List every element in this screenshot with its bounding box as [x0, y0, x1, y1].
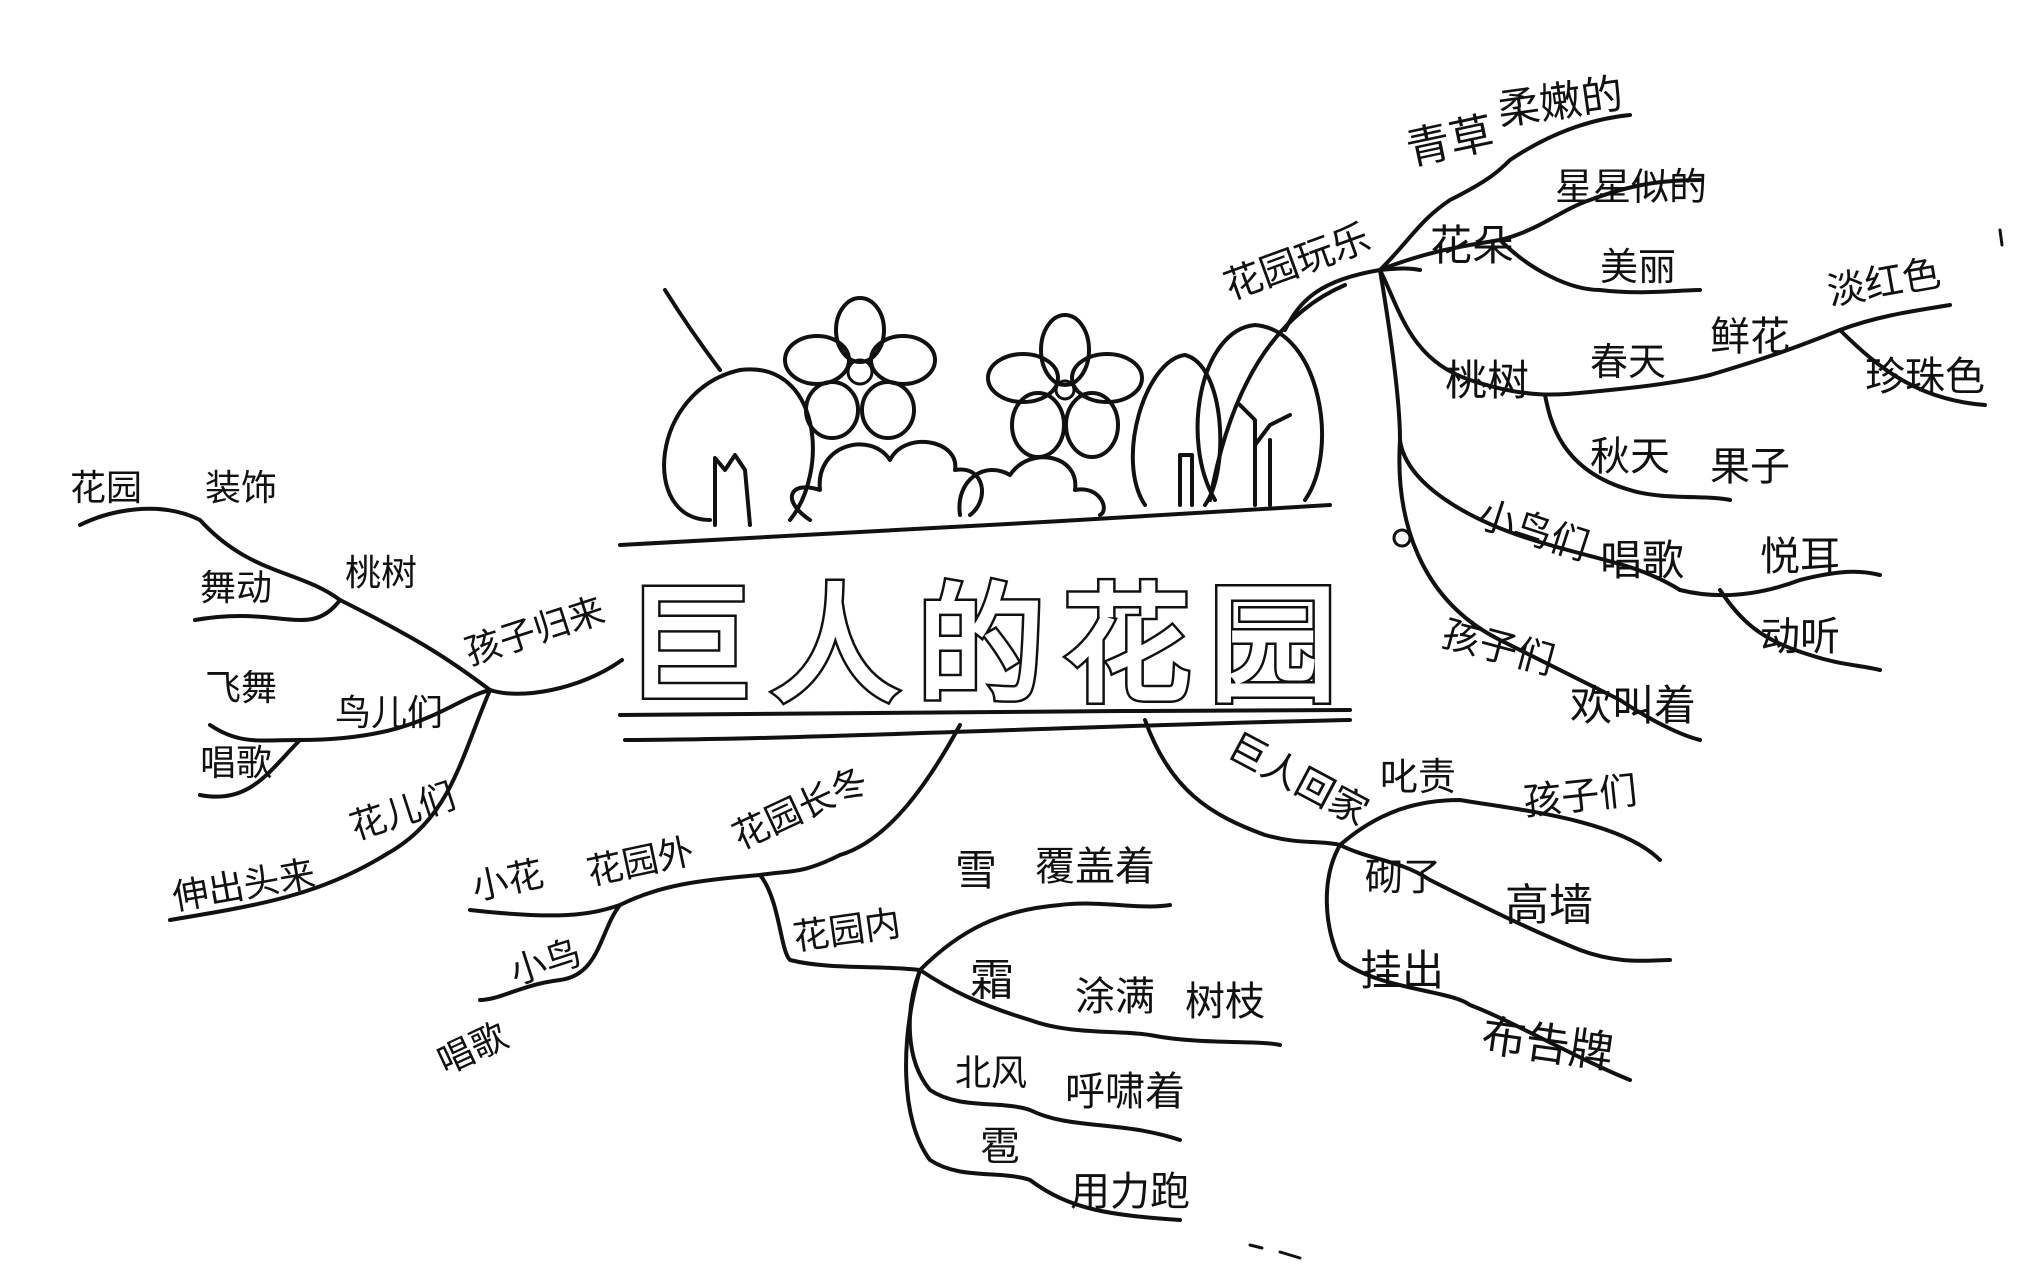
stray-marks: [1248, 1243, 1302, 1260]
branch-garden-winter: 花园长冬 花园外 小花 小鸟 唱歌 花园内 雪 覆盖着 霜 涂满 树枝 北风 呼…: [431, 760, 1265, 1215]
node-play-sing: 唱歌: [1600, 536, 1684, 585]
node-giant-home: 巨人回家: [1221, 724, 1376, 834]
node-small-bird: 小鸟: [505, 932, 586, 993]
node-small-flower: 小花: [468, 854, 547, 909]
map-title: 巨人的花园: [625, 572, 1355, 721]
node-scold: 叱责: [1380, 755, 1456, 799]
node-beautiful: 美丽: [1600, 245, 1676, 289]
node-hang: 挂出: [1360, 946, 1444, 995]
garden-illustration: [662, 283, 1347, 527]
node-howling: 呼啸着: [1065, 1069, 1185, 1115]
node-sign: 布告牌: [1478, 1010, 1616, 1079]
branch-giant-home: 巨人回家 叱责 孩子们 砌了 高墙 挂出 布告牌: [1221, 724, 1640, 1079]
node-autumn: 秋天: [1590, 434, 1670, 480]
node-fruit: 果子: [1710, 444, 1790, 490]
node-covering: 覆盖着: [1035, 844, 1155, 890]
node-kids-return: 孩子归来: [460, 590, 610, 673]
node-winter-sing: 唱歌: [431, 1016, 514, 1084]
tree-icon: [662, 367, 815, 527]
node-snow: 雪: [955, 846, 997, 895]
node-run-hard: 用力跑: [1070, 1169, 1190, 1215]
node-winter-branches: 树枝: [1185, 979, 1265, 1025]
node-pleasant: 悦耳: [1760, 534, 1840, 580]
node-play-peach-tree: 桃树: [1445, 356, 1529, 405]
node-cheering: 欢叫着: [1570, 681, 1696, 730]
node-sing: 唱歌: [200, 743, 272, 784]
node-garden-play: 花园玩乐: [1218, 215, 1376, 308]
node-build: 砌了: [1365, 855, 1441, 899]
node-stick-head-out: 伸出头来: [169, 853, 318, 918]
node-frost: 霜: [970, 955, 1014, 1006]
node-birds: 鸟儿们: [335, 693, 443, 734]
node-garden-winter: 花园长冬: [726, 760, 874, 858]
node-blossoms: 花朵: [1430, 221, 1514, 270]
node-melodious: 动听: [1760, 614, 1840, 660]
node-hail: 雹: [980, 1124, 1020, 1170]
node-dance: 舞动: [200, 568, 272, 609]
node-star-like: 星星似的: [1555, 165, 1707, 209]
node-soft: 柔嫩的: [1495, 69, 1627, 135]
node-pearl: 珍珠色: [1865, 354, 1985, 400]
flower-icon: [986, 313, 1144, 459]
node-north-wind: 北风: [955, 1053, 1027, 1094]
node-pink: 淡红色: [1824, 251, 1944, 314]
node-inside: 花园内: [791, 903, 904, 959]
bush-icon: [789, 440, 1106, 522]
title-box: 巨人的花园: [618, 503, 1355, 742]
node-play-kids: 孩子们: [1438, 611, 1560, 683]
flower-icon: [783, 296, 937, 440]
node-garden: 花园: [70, 468, 142, 509]
node-paint-full: 涂满: [1075, 974, 1155, 1020]
node-fly-dance: 飞舞: [205, 668, 277, 709]
connector-lines: [78, 113, 1987, 1222]
tree-icon: [1195, 323, 1325, 507]
node-grass: 青草: [1402, 108, 1499, 176]
node-play-birds: 小鸟们: [1472, 492, 1594, 569]
node-home-kids: 孩子们: [1521, 768, 1639, 824]
node-peach-tree: 桃树: [345, 553, 417, 594]
stray-marks: [1998, 228, 2004, 247]
node-high-wall: 高墙: [1505, 880, 1593, 931]
node-fresh-flowers: 鲜花: [1710, 314, 1790, 360]
node-flowers: 花儿们: [345, 776, 460, 848]
node-spring: 春天: [1590, 340, 1666, 384]
node-decorate: 装饰: [205, 468, 277, 509]
